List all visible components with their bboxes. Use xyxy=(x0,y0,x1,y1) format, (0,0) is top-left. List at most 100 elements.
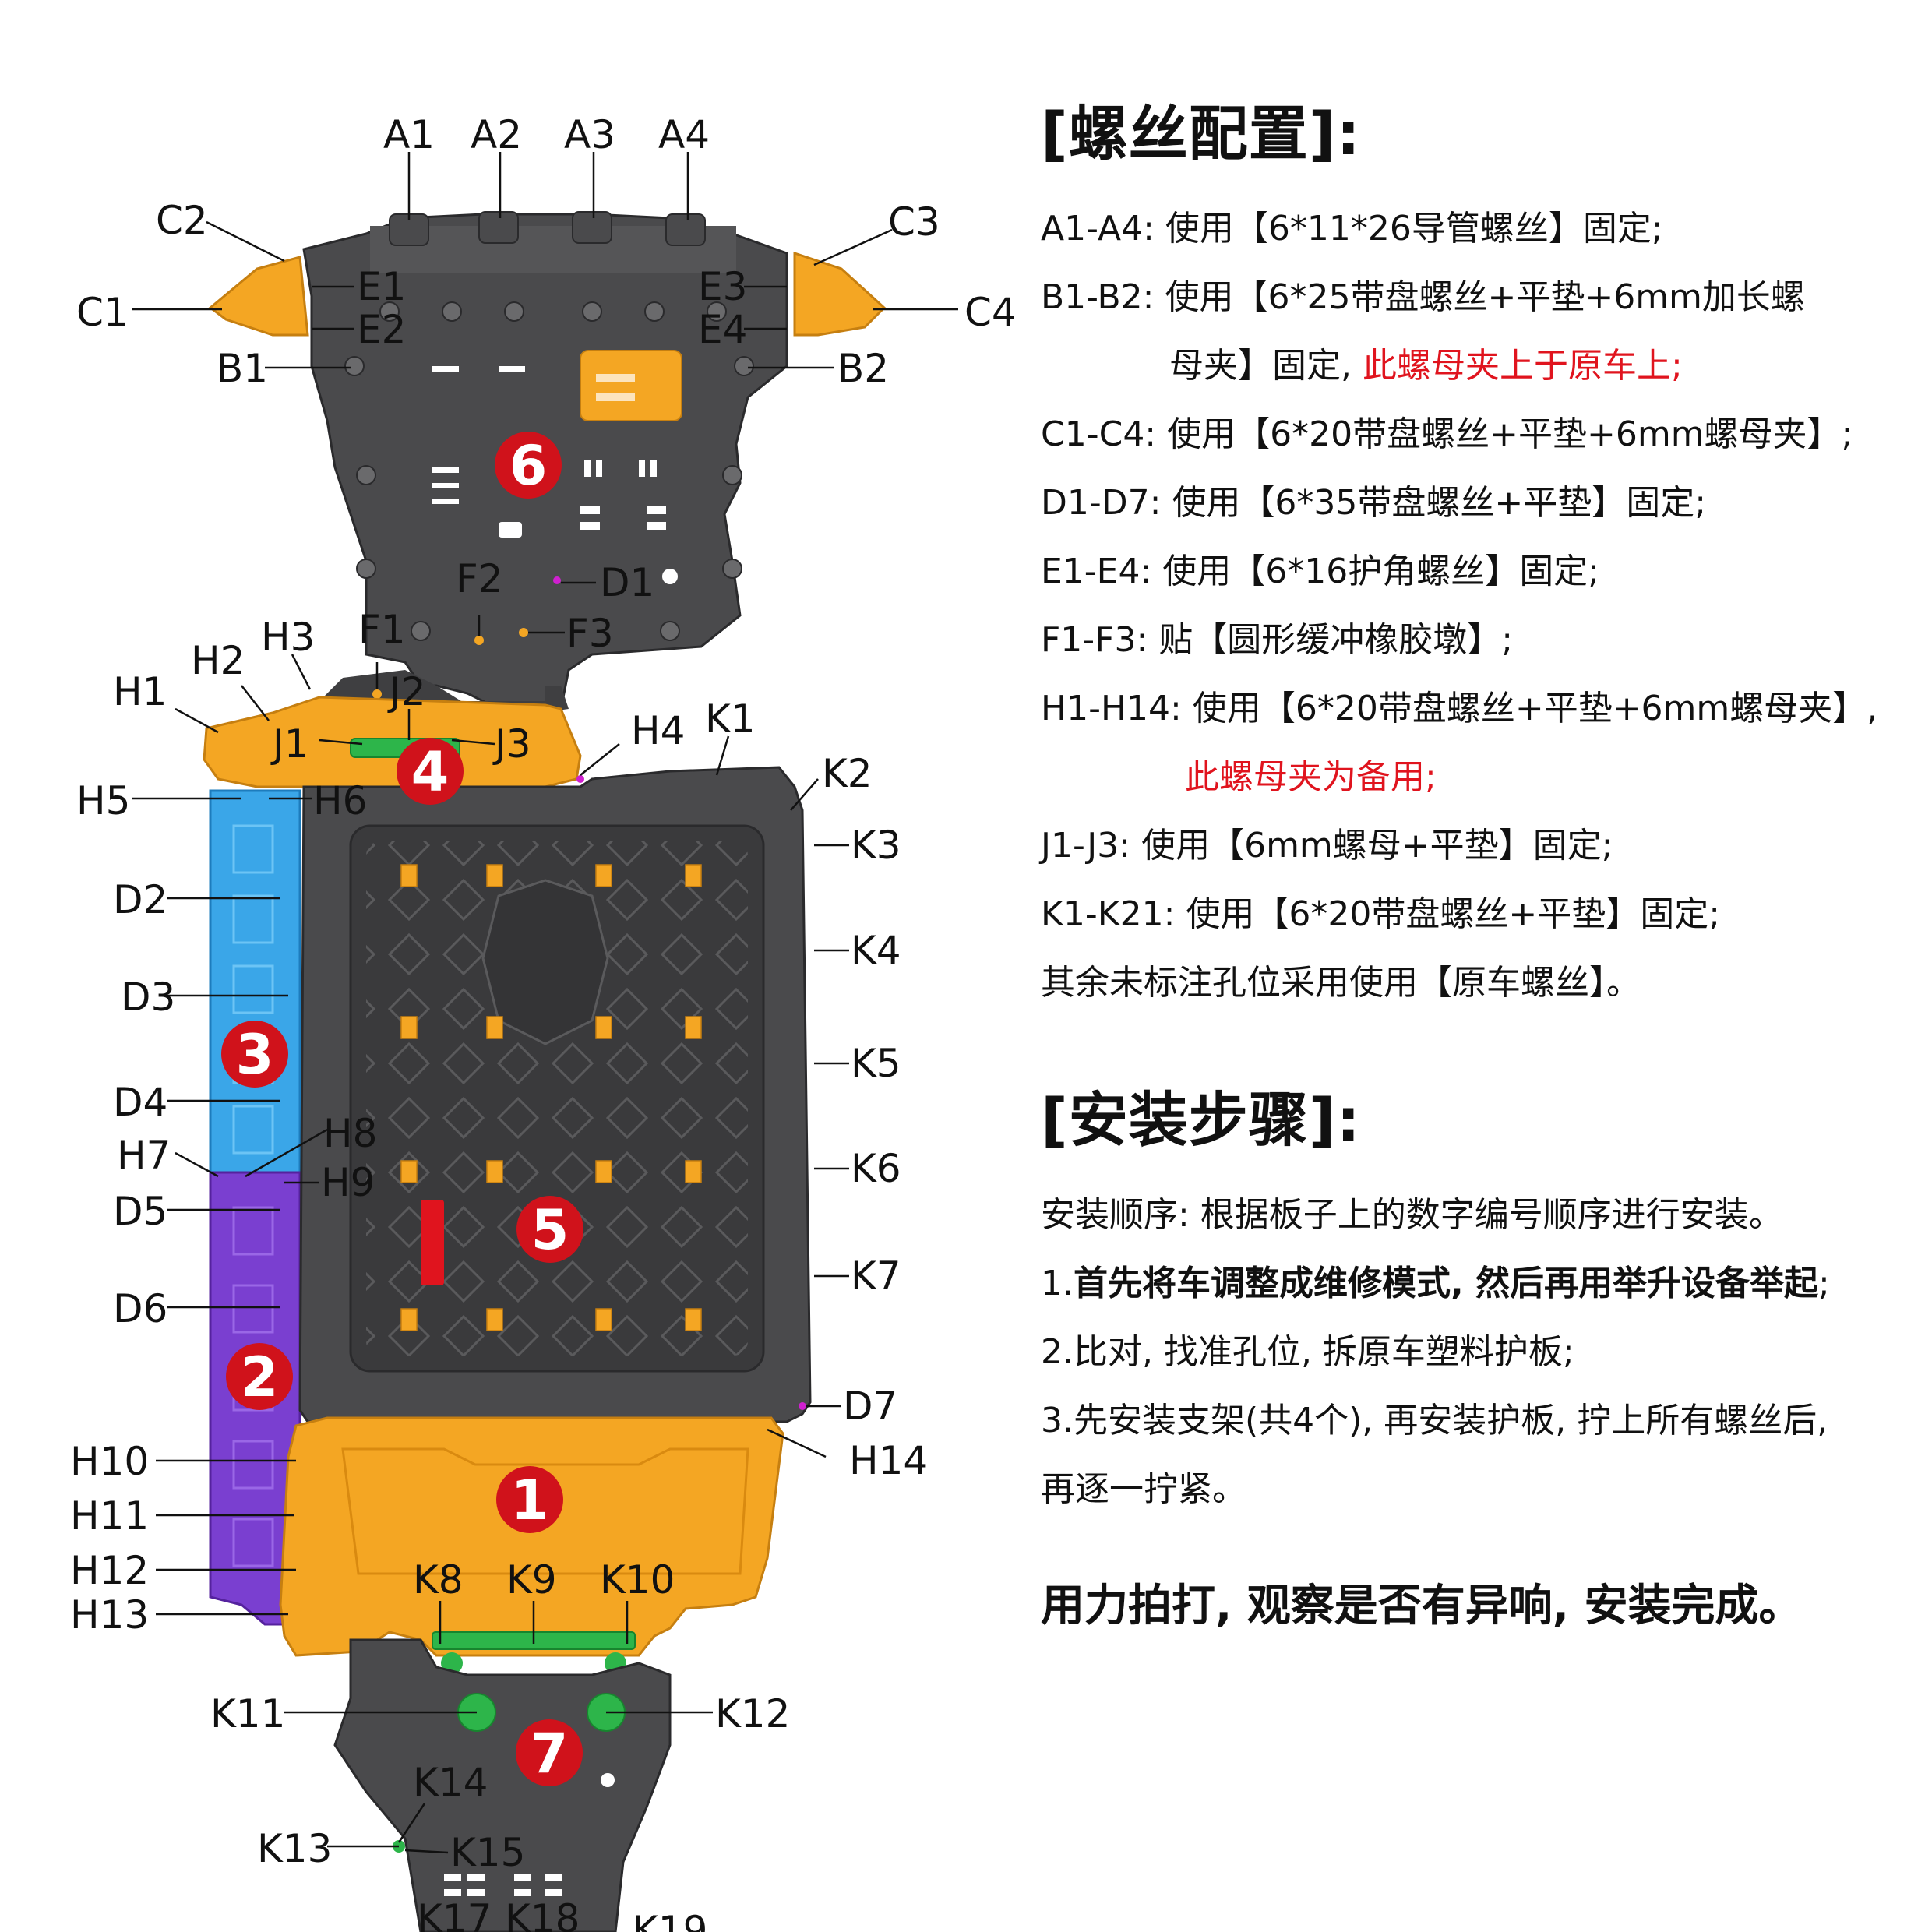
label-j3: J3 xyxy=(492,721,531,767)
label-h1: H1 xyxy=(113,669,167,714)
svg-text:1: 1 xyxy=(511,1468,549,1532)
label-e4: E4 xyxy=(698,307,747,352)
install-step-1-suffix: ; xyxy=(1818,1264,1830,1303)
label-f3: F3 xyxy=(566,611,614,656)
label-a2: A2 xyxy=(471,112,522,157)
badge-part-6: 6 xyxy=(495,432,562,499)
screw-config-h-line1: H1-H14: 使用【6*20带盘螺丝+平垫+6mm螺母夹】, xyxy=(1041,689,1878,728)
label-j1: J1 xyxy=(270,721,309,767)
label-c4: C4 xyxy=(964,290,1017,335)
install-step-3-line1: 3.先安装支架(共4个), 再安装护板, 拧上所有螺丝后, xyxy=(1041,1401,1828,1440)
part-3-side-panel xyxy=(209,789,301,1174)
badge-part-7: 7 xyxy=(516,1719,583,1786)
svg-text:2: 2 xyxy=(241,1345,279,1409)
label-e1: E1 xyxy=(357,264,406,309)
install-steps-heading: [安装步骤]: xyxy=(1041,1085,1361,1155)
c-bracket-left xyxy=(208,256,309,337)
label-k2: K2 xyxy=(822,751,873,796)
screw-config-k: K1-K21: 使用【6*20带盘螺丝+平垫】固定; xyxy=(1041,894,1721,934)
label-a4: A4 xyxy=(658,112,710,157)
label-j2: J2 xyxy=(387,669,426,714)
label-k14: K14 xyxy=(413,1760,488,1805)
label-a1: A1 xyxy=(383,112,435,157)
label-d5: D5 xyxy=(113,1189,167,1234)
label-h6: H6 xyxy=(313,778,367,823)
label-d7: D7 xyxy=(843,1384,897,1429)
label-k13: K13 xyxy=(257,1826,332,1871)
label-h9: H9 xyxy=(321,1160,375,1205)
label-h8: H8 xyxy=(323,1111,377,1156)
label-k12: K12 xyxy=(715,1691,790,1736)
orange-clip-grid xyxy=(400,864,702,1331)
label-k3: K3 xyxy=(851,823,901,868)
skid-plate-diagram: A1 A2 A3 A4 C2 C1 C3 C4 E1 E2 E3 E4 B1 B… xyxy=(70,112,1017,1932)
badge-part-3: 3 xyxy=(221,1021,288,1088)
c-bracket-right xyxy=(793,251,887,337)
badge-part-4: 4 xyxy=(397,738,464,805)
label-k5: K5 xyxy=(851,1041,901,1086)
label-k4: K4 xyxy=(851,928,901,973)
label-d2: D2 xyxy=(113,877,167,922)
mounting-tab xyxy=(389,211,706,246)
label-k7: K7 xyxy=(851,1253,901,1299)
label-k17: K17 xyxy=(417,1896,492,1932)
badge-part-1: 1 xyxy=(496,1466,563,1533)
screw-config-h-warning: 此螺母夹为备用; xyxy=(1185,757,1437,797)
label-h3: H3 xyxy=(261,615,315,660)
badge-part-5: 5 xyxy=(516,1196,583,1263)
screw-config-a: A1-A4: 使用【6*11*26导管螺丝】固定; xyxy=(1041,209,1663,249)
label-c3: C3 xyxy=(888,199,940,245)
label-a3: A3 xyxy=(564,112,615,157)
install-step-1-prefix: 1. xyxy=(1041,1264,1074,1303)
label-k11: K11 xyxy=(210,1691,285,1736)
label-d4: D4 xyxy=(113,1080,167,1125)
svg-text:5: 5 xyxy=(531,1198,569,1262)
label-k19: K19 xyxy=(633,1908,707,1932)
install-step-1: 1.首先将车调整成维修模式, 然后再用举升设备举起; xyxy=(1041,1250,1913,1318)
svg-text:4: 4 xyxy=(411,740,450,804)
label-k10: K10 xyxy=(600,1557,675,1602)
screw-config-e: E1-E4: 使用【6*16护角螺丝】固定; xyxy=(1041,552,1600,591)
screw-config-b-line2-text: 母夹】固定, xyxy=(1169,346,1363,386)
screw-config-b-line2: 母夹】固定, 此螺母夹上于原车上; xyxy=(1041,332,1913,400)
label-h12: H12 xyxy=(70,1548,149,1593)
label-d6: D6 xyxy=(113,1286,167,1331)
label-k1: K1 xyxy=(705,696,756,742)
label-c2: C2 xyxy=(156,198,208,243)
svg-text:3: 3 xyxy=(236,1023,274,1087)
screw-config-d: D1-D7: 使用【6*35带盘螺丝+平垫】固定; xyxy=(1041,483,1707,523)
label-k6: K6 xyxy=(851,1146,901,1191)
screw-config-f: F1-F3: 贴【圆形缓冲橡胶墩】; xyxy=(1041,620,1514,660)
label-b2: B2 xyxy=(837,346,889,391)
label-h4: H4 xyxy=(631,708,685,753)
label-h10: H10 xyxy=(70,1439,149,1484)
label-h5: H5 xyxy=(76,778,130,823)
install-step-2: 2.比对, 找准孔位, 拆原车塑料护板; xyxy=(1041,1332,1574,1372)
part-1-rear-plate xyxy=(279,1416,784,1674)
label-k15: K15 xyxy=(450,1830,525,1875)
install-step-3-line2: 再逐一拧紧。 xyxy=(1041,1469,1246,1509)
label-k8: K8 xyxy=(413,1557,464,1602)
label-c1: C1 xyxy=(76,290,129,335)
label-f1: F1 xyxy=(358,607,406,652)
part-7-rear-plate xyxy=(333,1638,672,1932)
svg-text:7: 7 xyxy=(531,1722,569,1786)
screw-config-b-warning: 此螺母夹上于原车上; xyxy=(1362,346,1683,386)
label-e3: E3 xyxy=(698,264,747,309)
screw-config-c: C1-C4: 使用【6*20带盘螺丝+平垫+6mm螺母夹】; xyxy=(1041,414,1853,454)
label-h14: H14 xyxy=(849,1438,928,1483)
label-h11: H11 xyxy=(70,1493,149,1539)
label-b1: B1 xyxy=(217,346,268,391)
screw-config-rest: 其余未标注孔位采用使用【原车螺丝】。 xyxy=(1041,963,1641,1003)
leader-lines xyxy=(132,152,958,1854)
install-order: 安装顺序: 根据板子上的数字编号顺序进行安装。 xyxy=(1041,1195,1783,1235)
label-d1: D1 xyxy=(600,560,654,605)
svg-text:6: 6 xyxy=(509,434,548,498)
label-h2: H2 xyxy=(191,638,245,683)
part-5-main-plate xyxy=(298,766,812,1423)
label-f2: F2 xyxy=(456,556,503,601)
final-instruction: 用力拍打, 观察是否有异响, 安装完成。 xyxy=(1041,1581,1803,1631)
badge-part-2: 2 xyxy=(226,1343,293,1410)
install-step-1-text: 首先将车调整成维修模式, 然后再用举升设备举起 xyxy=(1073,1264,1819,1303)
label-h13: H13 xyxy=(70,1592,149,1638)
